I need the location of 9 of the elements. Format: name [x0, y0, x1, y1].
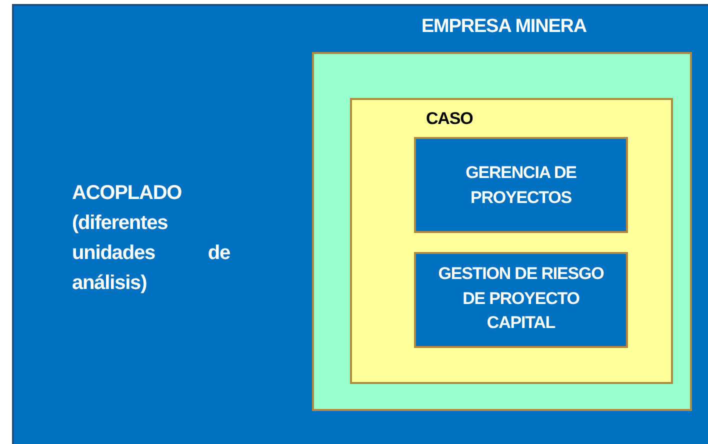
box-label: GESTION DE RIESGO DE PROYECTO CAPITAL	[438, 263, 604, 334]
panel-label: ACOPLADO (diferentes unidades de análisis)	[72, 181, 230, 296]
box-heading: CASO	[426, 109, 474, 130]
process-box	[414, 137, 628, 233]
case-box	[350, 98, 673, 384]
box-heading: EMPRESA MINERA	[420, 16, 588, 39]
outer-panel	[12, 4, 708, 444]
box-label: GERENCIA DE PROYECTOS	[464, 162, 578, 209]
process-box	[414, 252, 628, 348]
